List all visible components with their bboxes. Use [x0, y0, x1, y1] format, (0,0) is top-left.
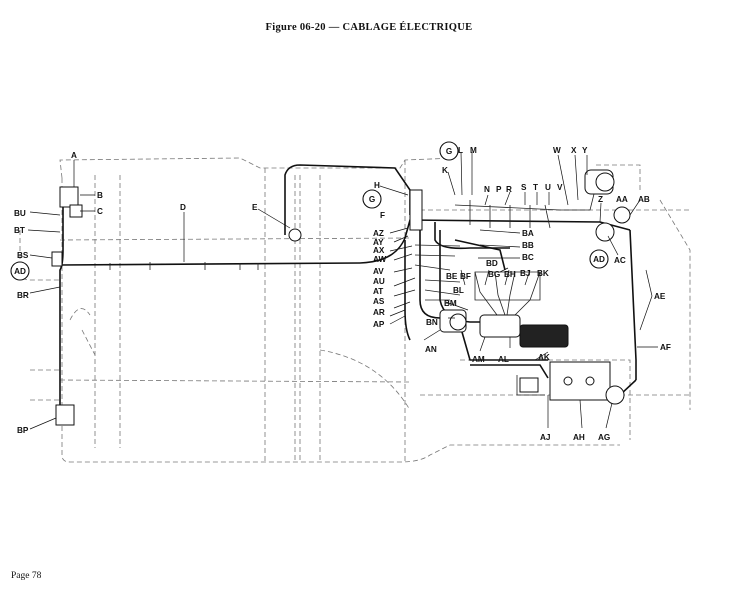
fuse-aj [519, 377, 539, 393]
label-c: C [97, 207, 103, 216]
label-at: AT [373, 287, 383, 296]
gauge-aa [613, 206, 631, 224]
wiring-harness [59, 164, 637, 415]
label-h: H [374, 181, 380, 190]
page-number: Page 78 [11, 571, 42, 581]
label-bu: BU [14, 209, 26, 218]
callout-labels: A B C D E F H K L M N P R S T U V W X Y … [14, 146, 671, 442]
label-as: AS [373, 297, 385, 306]
rear-lamp-ag [605, 385, 625, 405]
label-ar: AR [373, 308, 385, 317]
label-be: BE [446, 272, 458, 281]
label-ad-right: AD [593, 255, 605, 264]
label-ay: AY [373, 238, 384, 247]
label-ad-left: AD [14, 267, 26, 276]
label-bg: BG [488, 270, 500, 279]
label-br: BR [17, 291, 29, 300]
chassis-outline [19, 157, 691, 463]
label-d: D [180, 203, 186, 212]
label-b: B [97, 191, 103, 200]
label-ax: AX [373, 246, 385, 255]
battery-ah [549, 361, 611, 401]
label-bd: BD [486, 259, 498, 268]
starter-bn [449, 313, 467, 331]
label-k: K [442, 166, 448, 175]
label-am: AM [472, 355, 485, 364]
label-bm: BM [444, 299, 457, 308]
label-bk: BK [537, 269, 549, 278]
label-az: AZ [373, 229, 384, 238]
label-aw: AW [373, 255, 386, 264]
label-af: AF [660, 343, 671, 352]
connector-bs [51, 251, 63, 267]
label-bc: BC [522, 253, 534, 262]
label-ae: AE [654, 292, 666, 301]
lamp-lens [595, 172, 615, 192]
battery-cell-1 [563, 376, 573, 386]
dash-panel [409, 189, 423, 231]
label-aj: AJ [540, 433, 550, 442]
label-n: N [484, 185, 490, 194]
label-z: Z [598, 195, 603, 204]
label-bs: BS [17, 251, 29, 260]
label-ac: AC [614, 256, 626, 265]
label-p: P [496, 185, 502, 194]
label-t: T [533, 183, 538, 192]
rear-light-bp [55, 404, 75, 426]
label-bf: BF [460, 272, 471, 281]
label-aa: AA [616, 195, 628, 204]
headlight-connector-a [59, 186, 79, 208]
label-bb: BB [522, 241, 534, 250]
label-ba: BA [522, 229, 534, 238]
label-bn: BN [426, 318, 438, 327]
label-bh: BH [504, 270, 516, 279]
label-au: AU [373, 277, 385, 286]
label-g-left: G [369, 195, 375, 204]
label-al: AL [498, 355, 509, 364]
circled-callouts: AD AD G G [10, 141, 609, 281]
label-bt: BT [14, 226, 25, 235]
label-y: Y [582, 146, 588, 155]
label-ap: AP [373, 320, 385, 329]
label-g-top: G [446, 147, 452, 156]
label-bp: BP [17, 426, 29, 435]
label-f: F [380, 211, 385, 220]
label-a: A [71, 151, 77, 160]
label-bl: BL [453, 286, 464, 295]
battery-cell-2 [585, 376, 595, 386]
label-x: X [571, 146, 577, 155]
relay-bl [479, 314, 521, 338]
label-ak: AK [538, 353, 550, 362]
components [51, 169, 631, 426]
label-s: S [521, 183, 527, 192]
label-r: R [506, 185, 512, 194]
label-ah: AH [573, 433, 585, 442]
label-av: AV [373, 267, 384, 276]
leader-lines [27, 151, 658, 430]
gauge-ad-right [595, 222, 615, 242]
label-e: E [252, 203, 258, 212]
label-v: V [557, 183, 563, 192]
label-l: L [458, 146, 463, 155]
label-an: AN [425, 345, 437, 354]
label-bj: BJ [520, 269, 530, 278]
label-ag: AG [598, 433, 610, 442]
regulator-e [288, 228, 302, 242]
label-w: W [553, 146, 561, 155]
label-u: U [545, 183, 551, 192]
page-title: Figure 06-20 — CABLAGE ÉLECTRIQUE [265, 22, 473, 33]
label-m: M [470, 146, 477, 155]
generator-al [519, 324, 569, 348]
label-ab: AB [638, 195, 650, 204]
